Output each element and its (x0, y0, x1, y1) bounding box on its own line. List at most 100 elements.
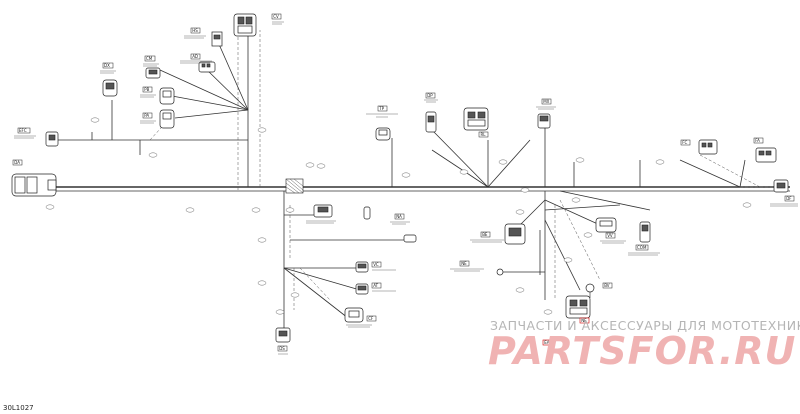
circuit-bubble (275, 309, 285, 315)
circuit-bubble (290, 292, 300, 298)
connector-PA (159, 109, 175, 129)
connector-TP (375, 127, 391, 141)
main-trunk (55, 186, 790, 192)
pin-terminal (363, 206, 371, 220)
circuit-bubble (563, 257, 573, 263)
label-CF: CF (346, 315, 377, 328)
code-NA: NA (396, 214, 402, 219)
label-PB: PB (140, 86, 156, 98)
upper-right-branches (391, 128, 780, 188)
connector-NA (403, 234, 417, 243)
code-DP: DP (427, 93, 433, 98)
label-TP: TP (366, 105, 398, 118)
code-EA: EA (544, 340, 550, 345)
connector-BE (504, 223, 526, 245)
label-VV: VV (600, 232, 626, 244)
code-DS: DS (279, 346, 285, 351)
connector-RL (463, 107, 489, 131)
code-VV: VV (607, 233, 613, 238)
label-DP: DP (424, 92, 438, 103)
circuit-bubble (185, 207, 195, 213)
circuit-bubble (251, 207, 261, 213)
label-BE: BE (470, 231, 504, 243)
label-DS: DS (277, 345, 288, 355)
connector-DP (425, 111, 437, 133)
label-EA: EA (542, 339, 553, 346)
label-VC: VC (371, 261, 396, 271)
code-DA: DA (14, 160, 20, 165)
circuit-bubble (90, 117, 100, 123)
connector-DS (275, 327, 291, 343)
code-BV: BV (604, 283, 610, 288)
circuit-bubble (316, 163, 326, 169)
code-BE: BE (482, 232, 488, 237)
lower-center-branches (500, 190, 651, 300)
circuit-bubble (401, 172, 411, 178)
code-DX: DX (104, 63, 110, 68)
code-COM: COM (637, 245, 647, 250)
connector-CF (344, 307, 364, 323)
label-AT: AT (371, 282, 396, 292)
label-PA: PA (140, 112, 156, 124)
code-HS: HS (192, 28, 198, 33)
code-PB: PB (144, 87, 149, 92)
label-FA: FA (753, 137, 764, 144)
connector-CV (233, 13, 257, 37)
code-FA: FA (755, 138, 760, 143)
code-VC: VC (373, 262, 379, 267)
code-MX: MX (543, 99, 549, 104)
label-CV: CV (271, 13, 284, 25)
connector-HS (211, 31, 223, 47)
code-AD: AD (192, 54, 198, 59)
connector-DX (102, 79, 118, 97)
connector-EFC (45, 131, 59, 147)
label-DF: DF (770, 195, 798, 207)
code-EFC: EFC (19, 128, 27, 133)
connector-COM (639, 221, 651, 243)
label-NE: NE (450, 260, 484, 272)
connector-CS (313, 204, 333, 218)
circuit-bubble (257, 127, 267, 133)
circuit-bubble (543, 309, 553, 315)
code-RL: RL (481, 132, 487, 137)
code-NE2: NE (581, 318, 587, 323)
connector-EA (565, 295, 591, 319)
connector-DF (773, 179, 789, 193)
circuit-bubble (515, 287, 525, 293)
label-AD: AD (180, 53, 212, 64)
circuit-bubble (571, 197, 581, 203)
code-AT: AT (373, 283, 378, 288)
connector-PB (159, 87, 175, 105)
watermark-tagline: ЗАПЧАСТИ И АКСЕССУАРЫ ДЛЯ МОТОТЕХНИКИ (490, 318, 800, 333)
connector-DA (11, 173, 57, 197)
circuit-bubble (655, 159, 665, 165)
circuit-bubble (257, 237, 267, 243)
circuit-bubble (515, 209, 525, 215)
label-RL: RL (478, 131, 489, 138)
connector-BV (585, 283, 595, 298)
circuit-bubble (583, 232, 593, 238)
circuit-bubble (575, 157, 585, 163)
circuit-bubbles (45, 117, 752, 315)
label-CS (306, 220, 336, 224)
connector-FA (755, 147, 777, 163)
label-COM: COM (628, 244, 660, 256)
connector-AT (355, 283, 369, 295)
main-splice (285, 178, 304, 194)
circuit-bubble (285, 207, 295, 213)
label-DX: DX (100, 62, 116, 74)
code-NE: NE (461, 261, 467, 266)
figure-id: 30L1027 (3, 404, 34, 412)
circuit-bubble (742, 202, 752, 208)
circuit-bubble (45, 204, 55, 210)
label-NE2: NE (579, 317, 590, 324)
label-MX: MX (536, 98, 556, 110)
watermark-logo: PARTSFOR.RU (488, 329, 797, 373)
circuit-bubble (257, 280, 267, 286)
code-DF: DF (786, 196, 792, 201)
circuit-bubble (305, 162, 315, 168)
code-FC: FC (682, 140, 687, 145)
upper-left-branches (55, 18, 261, 190)
connector-CM (145, 67, 161, 79)
